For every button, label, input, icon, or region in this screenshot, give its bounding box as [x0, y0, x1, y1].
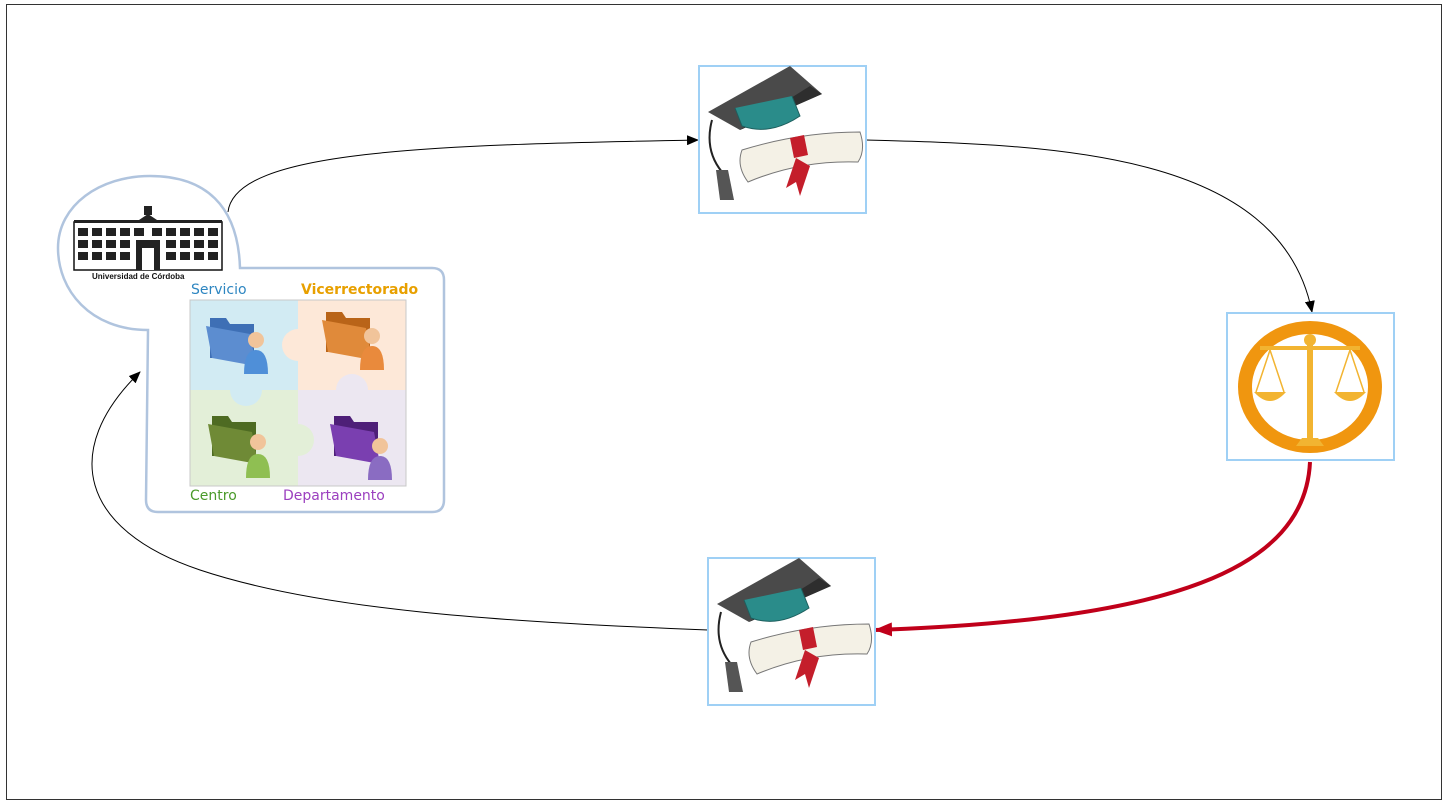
edge-university-to-top	[227, 135, 699, 213]
graduation-cap-diploma-icon	[717, 558, 873, 692]
university-caption: Universidad de Córdoba	[92, 272, 185, 281]
scales-of-justice-icon	[1238, 321, 1382, 453]
graduation-node-top	[698, 65, 867, 214]
servicio-folder-user-icon	[206, 318, 268, 374]
university-building-icon	[73, 206, 223, 271]
departamento-folder-user-icon	[330, 416, 392, 480]
university-node	[56, 174, 446, 514]
label-servicio: Servicio	[191, 282, 247, 298]
vicerrectorado-folder-user-icon	[322, 312, 384, 370]
diagram-frame	[6, 4, 1442, 800]
label-centro: Centro	[190, 488, 237, 504]
graduation-cap-diploma-icon	[708, 66, 864, 200]
label-departamento: Departamento	[283, 488, 385, 504]
edge-bottom-to-university	[91, 371, 709, 631]
centro-folder-user-icon	[208, 416, 270, 478]
label-vicerrectorado: Vicerrectorado	[301, 282, 419, 298]
edge-justice-to-bottom	[874, 461, 1312, 637]
graduation-node-bottom	[707, 557, 876, 706]
edge-top-to-justice	[865, 139, 1315, 313]
justice-node	[1226, 312, 1395, 461]
